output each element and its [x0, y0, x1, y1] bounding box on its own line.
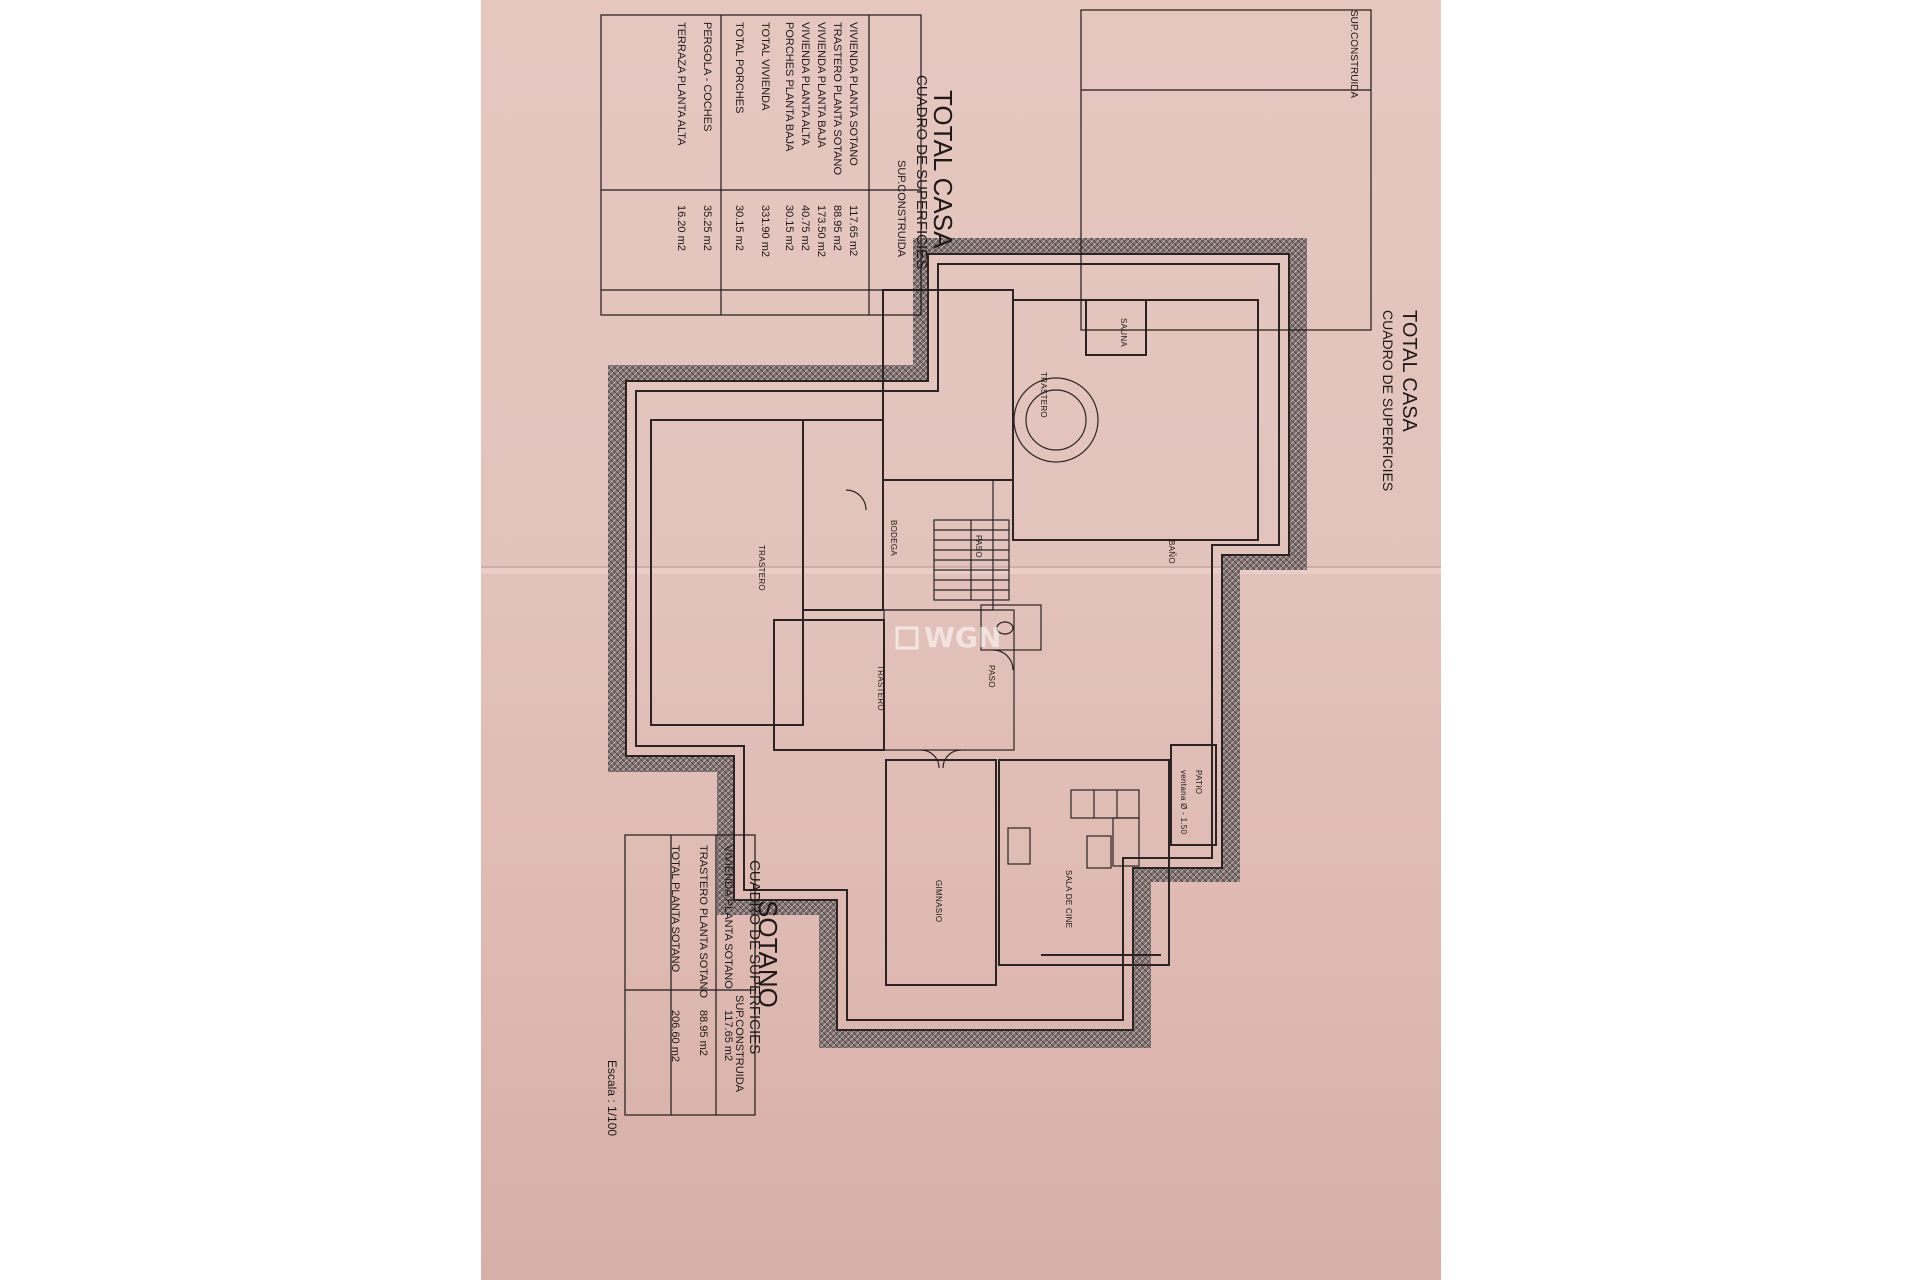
total-casa-title: TOTAL CASA — [1398, 310, 1420, 433]
label-trastero-mid: TRASTERO — [876, 665, 885, 711]
sotano-row-label: TOTAL PLANTA SOTANO — [669, 845, 681, 973]
wc-room — [980, 604, 1042, 651]
total-casa-title-text: TOTAL CASA — [928, 90, 958, 249]
sotano-row-value: 117.65 m2 — [722, 1010, 734, 1062]
total-casa-row-label: TERRAZA PLANTA ALTA — [675, 22, 687, 146]
total-casa-row-label: PERGOLA - COCHES — [701, 22, 713, 132]
label-bodega: BODEGA — [889, 520, 898, 556]
staircase — [933, 519, 1010, 601]
sotano-row-value: 206.60 m2 — [669, 1010, 681, 1062]
label-gimnasio: GIMNASIO — [934, 880, 943, 922]
label-sauna: SAUNA — [1119, 318, 1128, 347]
bano-room — [1012, 299, 1259, 541]
trastero-left-room — [650, 419, 804, 726]
total-casa-heading: TOTAL CASA CUADRO DE SUPERFICIES — [913, 20, 960, 280]
paper-fold-highlight — [481, 568, 1441, 574]
total-casa-row-value: 16.20 m2 — [675, 205, 687, 251]
label-paso-lower: PASO — [987, 665, 996, 688]
scale-note: Escala : 1/100 — [603, 1060, 621, 1136]
total-casa-table: TOTAL CASA CUADRO DE SUPERFICIES SUP.CON… — [1080, 9, 1420, 491]
total-casa-row-value: 117.65 m2 — [847, 205, 859, 257]
total-casa-row-value: 35.25 m2 — [701, 205, 713, 251]
total-casa-frame — [1080, 9, 1372, 331]
sala-cine-room — [998, 759, 1170, 966]
door-arc-2 — [942, 749, 962, 769]
total-casa-row-value: 30.15 m2 — [783, 205, 795, 251]
total-casa-row-label: TOTAL PORCHES — [733, 22, 745, 114]
sofa-furniture — [1007, 789, 1140, 869]
label-ventana: ventana Ø - 1.50 — [1179, 770, 1188, 835]
scale-text: Escala : 1/100 — [605, 1060, 619, 1137]
toilet — [996, 621, 1014, 635]
inner-wall-line — [635, 263, 1280, 1021]
total-casa-subtitle: CUADRO DE SUPERFICIES — [1380, 310, 1396, 491]
total-casa-row-value: 173.50 m2 — [815, 205, 827, 257]
label-sala-cine: SALA DE CINE — [1064, 870, 1073, 928]
total-casa-row-label: VIVIENDA PLANTA ALTA — [799, 22, 811, 146]
total-casa-row-label: VIVIENDA PLANTA SOTANO — [847, 22, 859, 166]
label-patio: PATIO — [1194, 770, 1203, 794]
total-casa-table-lines — [600, 14, 922, 316]
watermark-text: WGN — [924, 621, 1001, 654]
total-casa-row-label: TOTAL VIVIENDA — [759, 22, 771, 111]
trastero-mid-room — [773, 619, 885, 751]
sotano-table-lines — [624, 834, 756, 1116]
jacuzzi-outer — [1013, 377, 1099, 463]
label-paso-upper: PASO — [974, 535, 983, 558]
jacuzzi-inner — [1025, 389, 1087, 451]
total-casa-col-header: SUP.CONSTRUIDA — [1348, 10, 1359, 98]
sotano-row-label: TRASTERO PLANTA SOTANO — [697, 845, 709, 999]
label-trastero-left: TRASTERO — [757, 545, 766, 591]
label-bano: BAÑO — [1167, 540, 1176, 564]
total-casa-subtitle-text: CUADRO DE SUPERFICIES — [913, 75, 930, 270]
door-arc-4 — [992, 649, 1014, 671]
total-casa-row-label: PORCHES PLANTA BAJA — [783, 22, 795, 152]
bodega-room — [802, 419, 884, 611]
sotano-header-cell: SUP.CONSTRUIDA — [733, 995, 745, 1092]
total-casa-row-value: 88.95 m2 — [831, 205, 843, 251]
total-casa-row-label: VIVIENDA PLANTA BAJA — [815, 22, 827, 148]
wgn-watermark: WGN — [895, 621, 1001, 654]
total-casa-row-value: 331.90 m2 — [759, 205, 771, 257]
sotano-row-label: VIVIENDA PLANTA SOTANO — [722, 845, 734, 989]
paper-fold — [481, 566, 1441, 568]
total-casa-header-cell: SUP.CONSTRUIDA — [895, 160, 907, 257]
door-arc-3 — [845, 489, 867, 511]
paper-sheet: SAUNA TRASTERO BAÑO PASO BODEGA TRASTERO… — [481, 0, 1441, 1280]
outer-wall — [625, 253, 1290, 1031]
total-casa-row-value: 30.15 m2 — [733, 205, 745, 251]
total-casa-row-value: 40.75 m2 — [799, 205, 811, 251]
door-arc-1 — [920, 749, 940, 769]
floor-plan-drawing: SAUNA TRASTERO BAÑO PASO BODEGA TRASTERO… — [600, 9, 1420, 1116]
total-casa-row-label: TRASTERO PLANTA SOTANO — [831, 22, 843, 176]
label-trastero-top: TRASTERO — [1039, 372, 1048, 418]
gimnasio-room — [885, 759, 997, 986]
paso-lower-area — [883, 609, 1015, 751]
sauna-room — [1085, 299, 1147, 356]
patio-room — [1170, 744, 1217, 846]
sotano-row-value: 88.95 m2 — [697, 1010, 709, 1056]
trastero-top-room — [882, 289, 1014, 481]
